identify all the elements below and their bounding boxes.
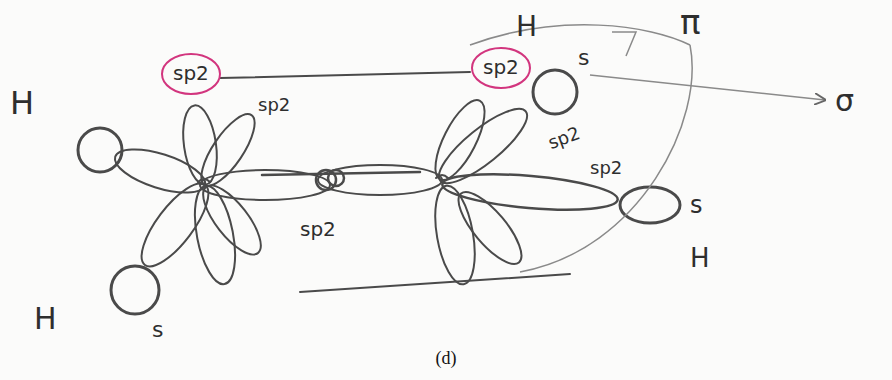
orbital-label: H bbox=[10, 86, 34, 121]
orbital-label: σ bbox=[835, 84, 854, 117]
orbital-label: H bbox=[516, 12, 537, 43]
orbital-label: sp2 bbox=[483, 56, 519, 78]
orbital-label: H bbox=[34, 302, 57, 335]
orbital-label: s bbox=[578, 46, 589, 70]
orbital-label: sp2 bbox=[258, 95, 290, 115]
orbital-label: sp2 bbox=[300, 218, 336, 240]
orbital-label: s bbox=[152, 318, 163, 342]
orbital-label: H bbox=[690, 244, 710, 273]
orbital-label: sp2 bbox=[590, 158, 622, 178]
figure-caption: (d) bbox=[436, 348, 457, 369]
orbital-label: s bbox=[690, 192, 703, 218]
orbital-label: sp2 bbox=[173, 62, 209, 84]
orbital-label: sp2 bbox=[546, 123, 583, 153]
orbital-label: π bbox=[680, 4, 700, 41]
